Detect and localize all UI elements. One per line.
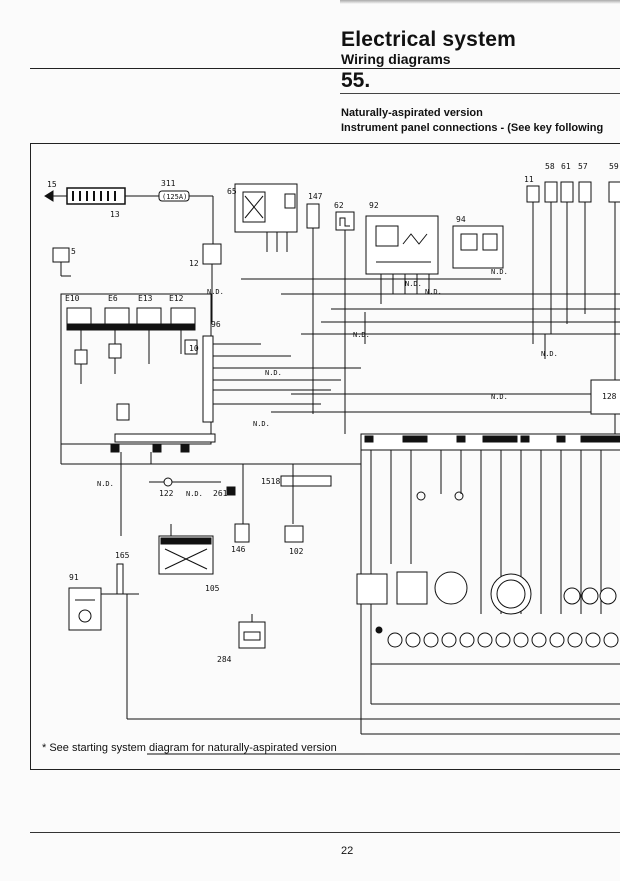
label-96: 96 <box>211 320 221 329</box>
svg-text:N.D.: N.D. <box>186 490 203 498</box>
module-128 <box>590 379 620 415</box>
label-105: 105 <box>205 584 220 593</box>
component-12-box <box>202 243 222 265</box>
svg-text:N.D.: N.D. <box>207 288 224 296</box>
component-146 <box>234 523 250 543</box>
footer-divider <box>30 832 620 833</box>
connections-caption: Instrument panel connections - (See key … <box>341 122 604 134</box>
gauge-2 <box>396 571 428 605</box>
module-92 <box>365 215 439 275</box>
label-12: 12 <box>189 259 199 268</box>
gauge-3 <box>434 571 468 605</box>
svg-text:N.D.: N.D. <box>425 288 442 296</box>
meter-91 <box>68 587 102 631</box>
relay-65 <box>234 183 298 252</box>
label-122: 122 <box>159 489 174 498</box>
component-147 <box>306 203 320 229</box>
svg-text:N.D.: N.D. <box>265 369 282 377</box>
page-number: 22 <box>341 845 354 857</box>
label-165: 165 <box>115 551 130 560</box>
page-title: Electrical system <box>341 28 517 51</box>
section-number: 55. <box>341 69 371 92</box>
lamp-5 <box>52 247 70 263</box>
switch-E10 <box>66 307 92 325</box>
sender-61 <box>560 181 574 203</box>
label-58: 58 <box>545 162 555 171</box>
label-94: 94 <box>456 215 466 224</box>
label-5: 5 <box>71 247 76 256</box>
sender-59 <box>608 181 620 203</box>
label-11: 11 <box>524 175 534 184</box>
header-divider <box>30 68 620 69</box>
switch-E12 <box>170 307 196 325</box>
label-15: 15 <box>47 180 57 189</box>
label-102: 102 <box>289 547 304 556</box>
connector-1518 <box>280 475 332 487</box>
sender-57 <box>578 181 592 203</box>
label-146: 146 <box>231 545 246 554</box>
footnote: * See starting system diagram for natura… <box>42 742 337 754</box>
label-E10: E10 <box>65 294 80 303</box>
label-10: 10 <box>189 344 199 353</box>
version-caption: Naturally-aspirated version <box>341 107 483 119</box>
connector-165 <box>116 563 124 595</box>
top-edge-shade <box>340 0 620 4</box>
section-divider <box>340 93 620 94</box>
battery-symbol <box>44 187 126 205</box>
label-57: 57 <box>578 162 588 171</box>
switch-E13 <box>136 307 162 325</box>
label-128: 128 <box>602 392 617 401</box>
svg-text:N.D.: N.D. <box>541 350 558 358</box>
sensor-122 <box>163 477 173 487</box>
switch-connector-strip <box>66 323 196 331</box>
sender-58 <box>544 181 558 203</box>
label-65: 65 <box>227 187 237 196</box>
svg-text:N.D.: N.D. <box>353 331 370 339</box>
component-102 <box>284 525 304 543</box>
svg-text:N.D.: N.D. <box>405 280 422 288</box>
label-147: 147 <box>308 192 323 201</box>
label-E12: E12 <box>169 294 184 303</box>
label-91: 91 <box>69 573 79 582</box>
label-1518: 1518 <box>261 477 280 486</box>
label-92: 92 <box>369 201 379 210</box>
gauge-1 <box>356 573 388 605</box>
label-E13: E13 <box>138 294 153 303</box>
svg-text:N.D.: N.D. <box>253 420 270 428</box>
label-284: 284 <box>217 655 232 664</box>
svg-text:N.D.: N.D. <box>491 268 508 276</box>
label-59: 59 <box>609 162 619 171</box>
label-61: 61 <box>561 162 571 171</box>
sender-11 <box>526 185 540 203</box>
switch-E6 <box>104 307 130 325</box>
svg-text:N.D.: N.D. <box>97 480 114 488</box>
label-62: 62 <box>334 201 344 210</box>
footnote-underline <box>365 754 525 755</box>
label-311: 311 <box>161 179 176 188</box>
label-13: 13 <box>110 210 120 219</box>
svg-text:N.D.: N.D. <box>491 393 508 401</box>
wiring-diagram-drawing: 15 311 13 (125A) 12 N.D. 65 147 62 92 <box>44 162 620 755</box>
wiring-diagram: 15 311 13 (125A) 12 N.D. 65 147 62 92 <box>30 143 620 770</box>
label-E6: E6 <box>108 294 118 303</box>
component-284 <box>238 621 266 649</box>
label-261: 261 <box>213 489 228 498</box>
fuse-rating: (125A) <box>162 193 187 201</box>
page-subtitle: Wiring diagrams <box>341 51 451 67</box>
